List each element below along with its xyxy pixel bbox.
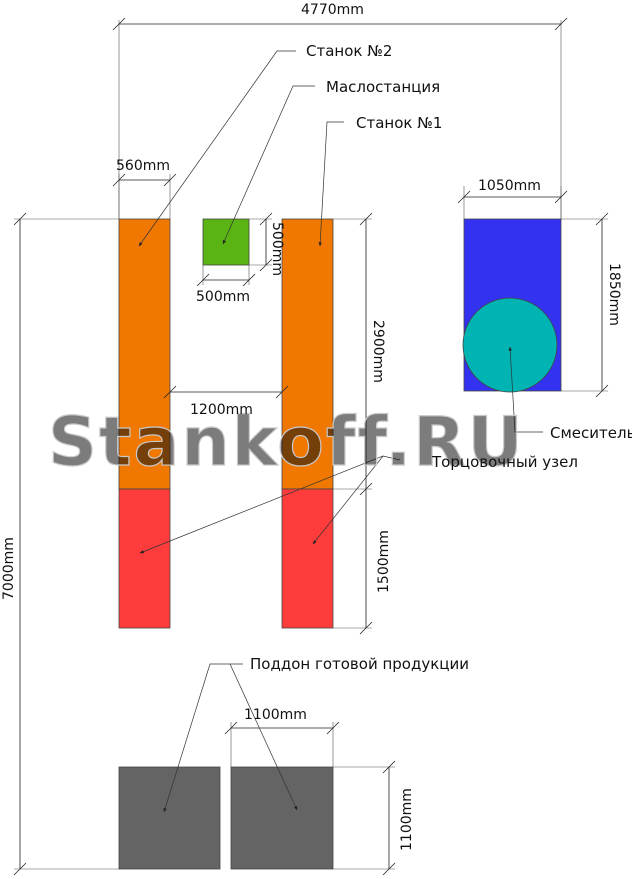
dim-mixer-height: 1850mm: [606, 263, 622, 326]
dim-end-unit-length: 1500mm: [376, 530, 392, 593]
label-machine1: Станок №1: [356, 114, 442, 132]
dim-pallet-height: 1100mm: [399, 788, 415, 851]
label-oil-station: Маслостанция: [326, 78, 440, 96]
dim-gap: 1200mm: [190, 402, 253, 418]
machine1-body: [281, 218, 334, 490]
dim-pallet-width: 1100mm: [244, 707, 307, 723]
extension-lines: [14, 20, 608, 870]
dim-mixer-width: 1050mm: [478, 178, 541, 194]
pallet-left: [118, 766, 221, 870]
label-mixer: Смеситель: [550, 424, 632, 442]
dim-overall-width: 4770mm: [301, 2, 364, 18]
pallet-right: [230, 766, 334, 870]
watermark-text: Stankoff.RU: [48, 403, 525, 482]
label-machine2: Станок №2: [306, 42, 392, 60]
leader-lines: [138, 50, 543, 813]
label-end-unit: Торцовочный узел: [431, 453, 578, 471]
mixer-drum: [462, 297, 558, 393]
label-pallet: Поддон готовой продукции: [250, 655, 469, 673]
dimension-lines: [13, 17, 609, 876]
oil-station-block: [202, 218, 250, 266]
machine1-end-unit: [281, 488, 334, 629]
dim-oil-width: 500mm: [196, 289, 250, 305]
dim-machine-width: 560mm: [116, 158, 170, 174]
machine2-body: [118, 218, 171, 490]
dim-overall-length: 7000mm: [1, 537, 17, 600]
machine2-end-unit: [118, 488, 171, 629]
dim-oil-height: 500mm: [269, 222, 285, 276]
dim-machine-length: 2900mm: [370, 320, 386, 383]
